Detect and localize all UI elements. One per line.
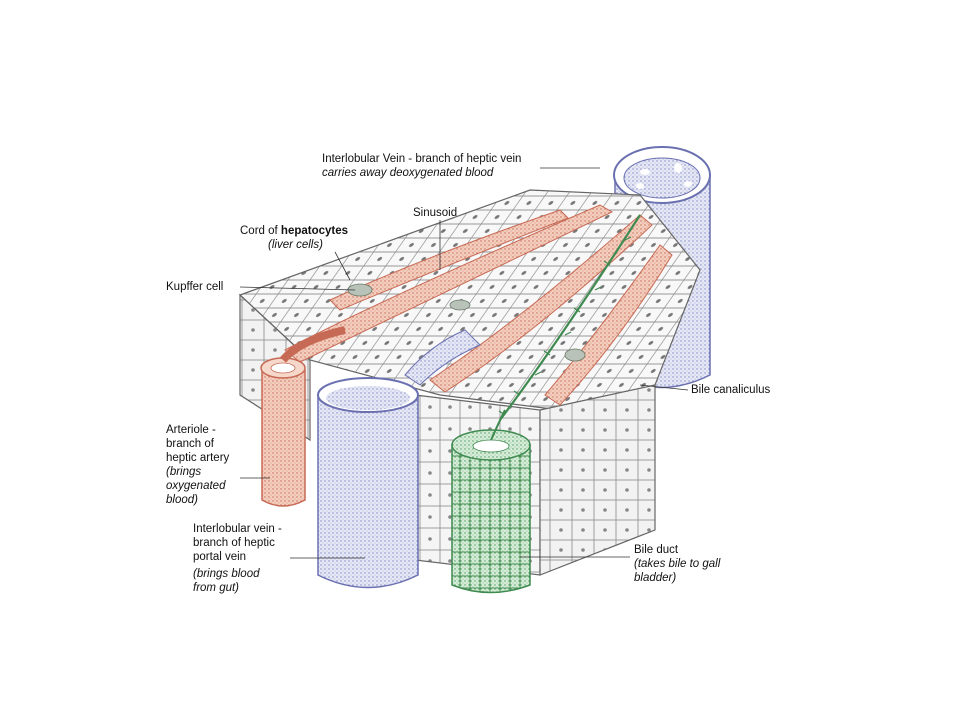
leader-cord	[334, 251, 351, 281]
label-bile-duct: Bile duct (takes bile to gall bladder)	[634, 543, 720, 585]
label-interlobular-vein-hepatic: Interlobular Vein - branch of heptic vei…	[322, 152, 521, 180]
label-sinusoid-text: Sinusoid	[413, 207, 458, 219]
leader-bile-canaliculus	[639, 384, 689, 391]
label-arteriole-line-1: Arteriole -	[166, 424, 216, 436]
label-arteriole-desc-1: (brings	[166, 466, 202, 478]
label-cord-desc: (liver cells)	[268, 239, 323, 251]
label-arteriole-desc-2: oxygenated	[166, 480, 226, 492]
small-vein-branch	[404, 329, 481, 386]
label-arteriole: Arteriole - branch of heptic artery (bri…	[166, 423, 229, 507]
label-bile-canaliculus-text: Bile canaliculus	[691, 384, 771, 396]
portal-vein-cylinder	[317, 377, 419, 589]
label-sinusoid: Sinusoid	[413, 206, 457, 220]
label-portal-desc-2: from gut)	[193, 582, 240, 594]
label-arteriole-desc-3: blood)	[166, 494, 198, 506]
label-bile-duct-desc-1: (takes bile to gall	[634, 558, 721, 570]
kupffer-cells	[347, 283, 586, 362]
label-cord-bold: hepatocytes	[280, 225, 349, 237]
leader-lines	[239, 167, 689, 559]
hepatocyte-block-front-face	[414, 384, 656, 576]
label-portal-line-3: portal vein	[193, 551, 247, 563]
label-kupffer-text: Kupffer cell	[166, 281, 224, 293]
leader-kupffer	[239, 286, 356, 291]
sinusoid-channels	[284, 204, 673, 406]
label-cord-name: Cord of hepatocytes	[240, 224, 348, 238]
label-arteriole-line-3: heptic artery	[166, 452, 230, 464]
label-portal-line-1: Interlobular vein -	[193, 523, 282, 535]
label-bile-canaliculus: Bile canaliculus	[691, 383, 770, 397]
label-arteriole-line-2: branch of	[166, 438, 214, 450]
label-bile-duct-desc-2: bladder)	[634, 572, 677, 584]
label-hepatic-vein-desc: carries away deoxygenated blood	[322, 167, 494, 179]
label-bile-duct-name: Bile duct	[634, 544, 679, 556]
bile-canaliculus	[498, 214, 641, 421]
bile-duct-cylinder	[451, 409, 531, 594]
label-cord-prefix: Cord of	[240, 225, 281, 237]
label-kupffer-cell: Kupffer cell	[166, 280, 223, 294]
label-portal-line-2: branch of heptic	[193, 537, 275, 549]
arteriole-cylinder	[260, 326, 346, 507]
label-hepatic-vein-name: Interlobular Vein - branch of heptic vei…	[322, 153, 522, 165]
label-portal-desc-1: (brings blood	[193, 568, 260, 580]
label-interlobular-vein-portal: Interlobular vein - branch of heptic por…	[193, 522, 282, 595]
label-cord-of-hepatocytes: Cord of hepatocytes (liver cells)	[240, 224, 348, 252]
